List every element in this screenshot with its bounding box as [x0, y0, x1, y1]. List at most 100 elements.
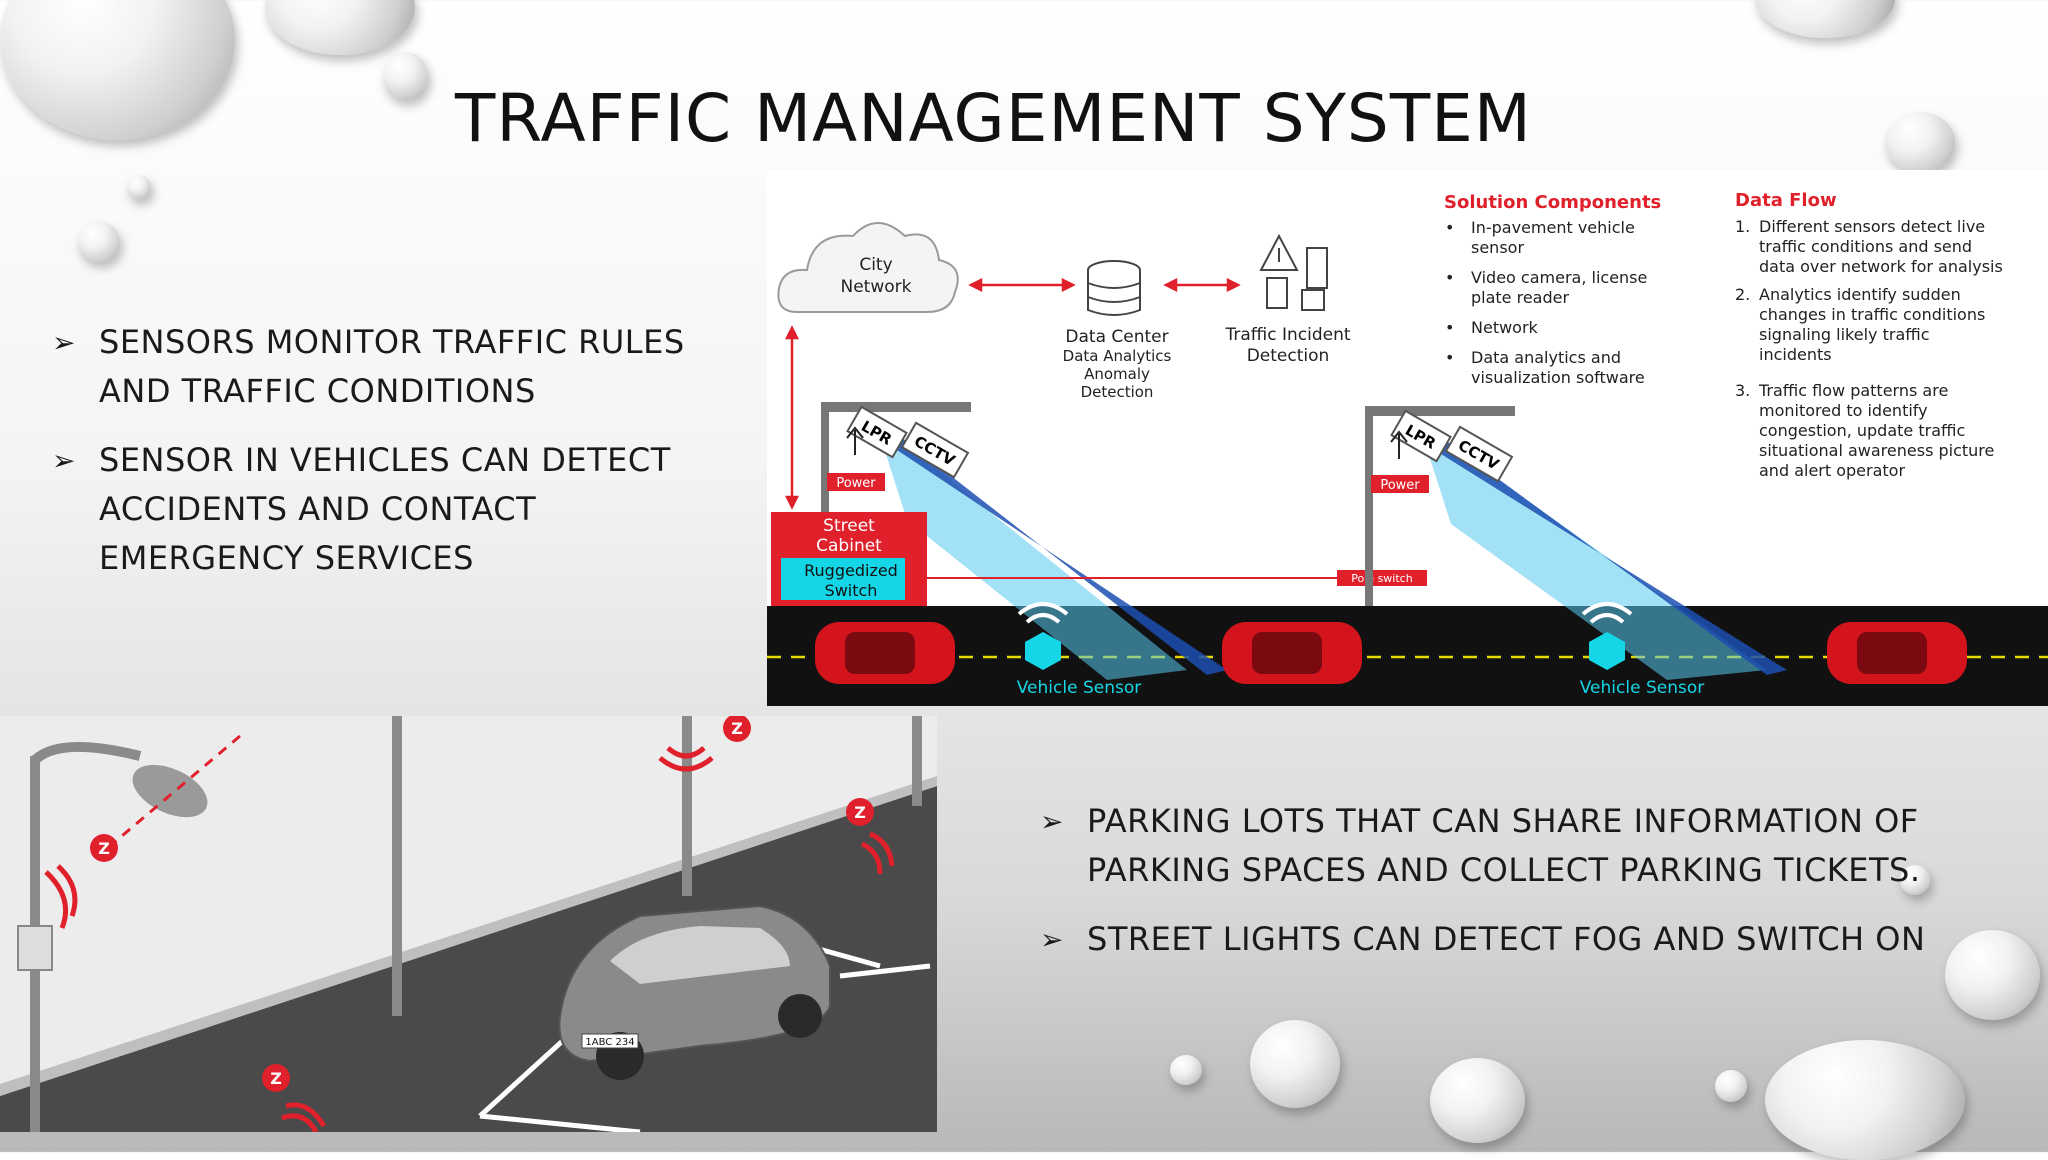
svg-text:Switch: Switch: [825, 581, 878, 600]
right-bullet-list: ➢ PARKING LOTS THAT CAN SHARE INFORMATIO…: [1040, 797, 1970, 984]
cloud-label-line2: Network: [841, 277, 912, 297]
bullet-text: SENSOR IN VEHICLES CAN DETECT ACCIDENTS …: [99, 441, 671, 577]
street-cabinet: Street Cabinet Ruggedized Switch: [771, 512, 927, 606]
parking-meter: [17, 925, 53, 971]
vehicle-sensor-label: Vehicle Sensor: [1580, 678, 1704, 698]
svg-text:Z: Z: [98, 839, 110, 858]
camera-pole-right: LPR CCTV Power: [1365, 406, 1787, 680]
svg-text:Street: Street: [823, 516, 875, 536]
bullet-item: ➢ PARKING LOTS THAT CAN SHARE INFORMATIO…: [1040, 797, 1970, 895]
svg-text:Analytics identify sudden: Analytics identify sudden: [1759, 285, 1961, 304]
svg-text:•: •: [1445, 348, 1454, 367]
svg-text:•: •: [1445, 268, 1454, 287]
svg-text:congestion, update traffic: congestion, update traffic: [1759, 421, 1965, 440]
water-drop: [1945, 930, 2040, 1020]
svg-text:Z: Z: [270, 1069, 282, 1088]
solution-item-text: Data analytics and: [1471, 348, 1621, 367]
water-drop: [127, 175, 151, 199]
bullet-arrow-icon: ➢: [1040, 923, 1064, 956]
water-drop: [383, 52, 428, 100]
solution-item-text: Network: [1471, 318, 1539, 337]
antenna-icon: [1390, 430, 1408, 459]
svg-text:3.: 3.: [1735, 381, 1750, 400]
water-drop: [1885, 112, 1955, 172]
parking-illustration: Z Z Z Z 1ABC 234: [0, 716, 937, 1132]
bullet-arrow-icon: ➢: [1040, 805, 1064, 838]
street-lamp-head: [132, 764, 208, 818]
zigbee-signal-icon: Z: [262, 1064, 327, 1132]
datacenter-label-4: Detection: [1081, 383, 1154, 401]
bullet-arrow-icon: ➢: [52, 326, 76, 359]
water-drop: [1755, 0, 1895, 38]
svg-text:and alert operator: and alert operator: [1759, 461, 1905, 480]
bullet-item: ➢ SENSOR IN VEHICLES CAN DETECT ACCIDENT…: [52, 436, 712, 583]
license-plate-text: 1ABC 234: [585, 1037, 634, 1048]
database-icon: [1087, 260, 1141, 316]
red-car-icon: [1222, 622, 1362, 684]
zigbee-signal-icon: Z: [846, 798, 895, 875]
svg-text:Z: Z: [731, 719, 743, 738]
water-drop: [0, 0, 235, 140]
incident-label-2: Detection: [1247, 346, 1330, 366]
solution-item-text: sensor: [1471, 238, 1524, 257]
zigbee-signal-icon: Z: [658, 716, 751, 772]
svg-text:changes in traffic conditions: changes in traffic conditions: [1759, 305, 1985, 324]
bullet-item: ➢ SENSORS MONITOR TRAFFIC RULES AND TRAF…: [52, 318, 712, 416]
slide-title: TRAFFIC MANAGEMENT SYSTEM: [455, 80, 1532, 157]
antenna-icon: [846, 426, 864, 455]
bullet-text: STREET LIGHTS CAN DETECT FOG AND SWITCH …: [1087, 920, 1926, 958]
svg-text:Traffic flow patterns are: Traffic flow patterns are: [1758, 381, 1948, 400]
network-arrows: [784, 277, 1241, 510]
vehicle-sensor-icon: [1017, 602, 1069, 670]
cloud-label-line1: City: [859, 255, 892, 275]
solution-components-list: • In-pavement vehicle sensor • Video cam…: [1445, 218, 1647, 387]
solution-item-text: Video camera, license: [1471, 268, 1647, 287]
svg-text:Cabinet: Cabinet: [816, 536, 882, 556]
solution-components-title: Solution Components: [1444, 192, 1661, 213]
svg-text:•: •: [1445, 218, 1454, 237]
water-drop: [265, 0, 415, 55]
water-drop: [78, 222, 120, 262]
grey-car-icon: 1ABC 234: [558, 904, 831, 1080]
city-network-cloud-icon: [777, 222, 959, 313]
water-drop: [1430, 1058, 1525, 1143]
water-drop: [1250, 1020, 1340, 1108]
vehicle-sensor-label: Vehicle Sensor: [1017, 678, 1141, 698]
svg-text:situational awareness picture: situational awareness picture: [1759, 441, 1994, 460]
camera-pole-left: LPR CCTV Power: [821, 402, 1227, 680]
parking-svg: Z Z Z Z 1ABC 234: [0, 716, 937, 1132]
datacenter-label-2: Data Analytics: [1063, 347, 1172, 365]
datacenter-label-3: Anomaly: [1084, 365, 1150, 383]
light-pole: [682, 716, 692, 896]
traffic-incident-icon: [1259, 233, 1328, 311]
left-bullet-list: ➢ SENSORS MONITOR TRAFFIC RULES AND TRAF…: [52, 318, 712, 603]
data-flow-list: 1. Different sensors detect live traffic…: [1735, 217, 2003, 480]
svg-text:data over network for analysis: data over network for analysis: [1759, 257, 2003, 276]
svg-text:Z: Z: [854, 803, 866, 822]
svg-text:traffic conditions and send: traffic conditions and send: [1759, 237, 1972, 256]
svg-text:2.: 2.: [1735, 285, 1750, 304]
power-label: Power: [1380, 478, 1420, 493]
light-pole: [392, 716, 402, 1016]
svg-text:incidents: incidents: [1759, 345, 1832, 364]
solution-item-text: visualization software: [1471, 368, 1645, 387]
power-label: Power: [836, 476, 876, 491]
vehicle-sensor-icon: [1581, 602, 1633, 670]
pole-switch-label: Pole switch: [1351, 572, 1412, 585]
svg-text:1.: 1.: [1735, 217, 1750, 236]
red-car-icon: [1827, 622, 1967, 684]
solution-item-text: plate reader: [1471, 288, 1569, 307]
svg-text:Ruggedized: Ruggedized: [804, 561, 898, 580]
data-flow-title: Data Flow: [1735, 190, 1837, 211]
zigbee-signal-icon: Z: [44, 834, 118, 929]
svg-text:signaling likely traffic: signaling likely traffic: [1759, 325, 1930, 344]
svg-text:Different sensors detect live: Different sensors detect live: [1759, 217, 1985, 236]
datacenter-label-1: Data Center: [1065, 327, 1168, 347]
solution-item-text: In-pavement vehicle: [1471, 218, 1635, 237]
incident-label-1: Traffic Incident: [1224, 325, 1350, 345]
svg-text:•: •: [1445, 318, 1454, 337]
water-drop: [1170, 1055, 1202, 1085]
svg-text:monitored to identify: monitored to identify: [1759, 401, 1928, 420]
diagram-svg: City Network Data Center Data Analytics …: [767, 190, 2048, 706]
bullet-arrow-icon: ➢: [52, 444, 76, 477]
